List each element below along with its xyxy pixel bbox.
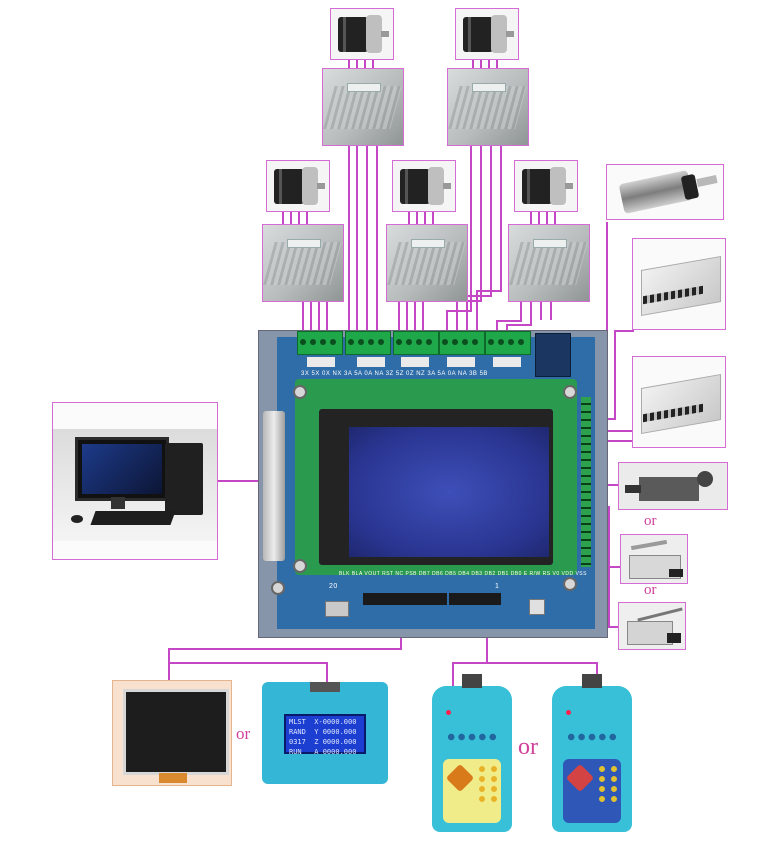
lcd-header-connector bbox=[363, 593, 447, 605]
terminal-block-x bbox=[297, 331, 343, 355]
pendant-header-connector bbox=[449, 593, 501, 605]
or-label-1: or bbox=[644, 513, 657, 529]
desktop-computer bbox=[52, 402, 218, 560]
lcd-module-screen: MLST X-0000.000 RAND Y 0000.000 0317 Z 0… bbox=[284, 714, 366, 756]
or-label-3: or bbox=[236, 724, 251, 743]
board-lcd-screen bbox=[349, 427, 549, 557]
stepper-motor-3 bbox=[266, 160, 330, 212]
terminal-block-b bbox=[485, 331, 531, 355]
db25-connector bbox=[263, 411, 285, 561]
handheld-pendant-blue bbox=[552, 674, 632, 832]
stepper-motor-2 bbox=[455, 8, 519, 60]
relay bbox=[535, 333, 571, 377]
power-supply-1 bbox=[632, 238, 726, 330]
tft-lcd-display bbox=[112, 680, 232, 786]
header-number-20: 20 bbox=[329, 583, 338, 590]
terminal-block-y bbox=[345, 331, 391, 355]
header-number-1: 1 bbox=[495, 583, 500, 590]
or-label-4: or bbox=[518, 734, 538, 760]
usb-port bbox=[325, 601, 349, 617]
stepper-driver-1 bbox=[322, 68, 404, 146]
terminal-block-a bbox=[439, 331, 485, 355]
handheld-pendant-yellow bbox=[432, 674, 512, 832]
stepper-driver-3 bbox=[262, 224, 344, 302]
power-supply-2 bbox=[632, 356, 726, 448]
limit-switch-lever-arm bbox=[618, 602, 686, 650]
limit-switch-roller-lever bbox=[618, 462, 728, 510]
terminal-labels: 3X 5X 0X NX 3A 5A 0A NA 3Z 5Z 0Z NZ 3A 5… bbox=[301, 371, 488, 377]
board-switch bbox=[529, 599, 545, 615]
terminal-block-z bbox=[393, 331, 439, 355]
stepper-driver-4 bbox=[386, 224, 468, 302]
controller-board: 3X 5X 0X NX 3A 5A 0A NA 3Z 5Z 0Z NZ 3A 5… bbox=[258, 330, 608, 638]
lcd-pin-labels: BLK BLA VOUT RST NC PSB DB7 DB6 DB5 DB4 … bbox=[339, 571, 587, 577]
or-label-2: or bbox=[644, 582, 657, 598]
stepper-motor-5 bbox=[514, 160, 578, 212]
stepper-motor-1 bbox=[330, 8, 394, 60]
io-terminal-strip bbox=[581, 397, 591, 567]
stepper-driver-5 bbox=[508, 224, 590, 302]
character-lcd-module: MLST X-0000.000 RAND Y 0000.000 0317 Z 0… bbox=[262, 682, 388, 784]
stepper-driver-2 bbox=[447, 68, 529, 146]
limit-switch-micro-roller bbox=[620, 534, 688, 584]
spindle-motor bbox=[606, 164, 724, 220]
stepper-motor-4 bbox=[392, 160, 456, 212]
